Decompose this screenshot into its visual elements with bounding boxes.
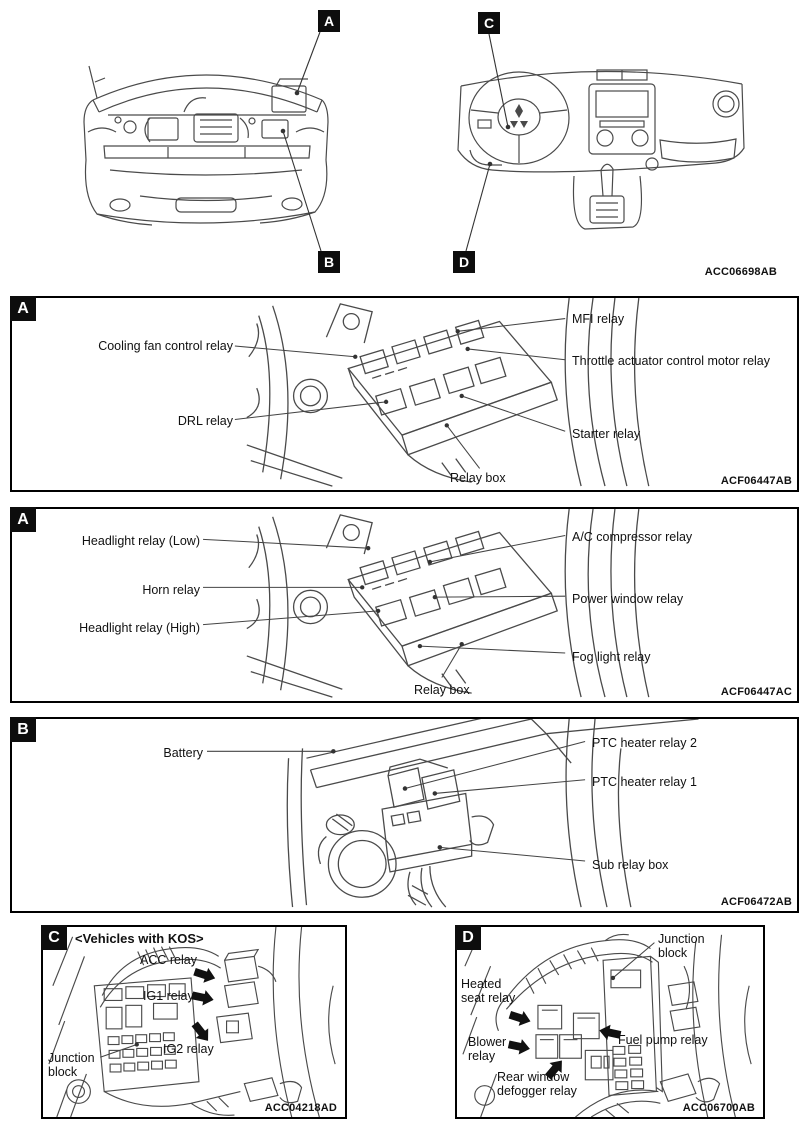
panel-b-illustration xyxy=(207,719,699,908)
label-battery: Battery xyxy=(163,746,203,760)
overview-illustration xyxy=(83,31,745,252)
label-heated-seat-relay: Heated seat relay xyxy=(461,977,516,1005)
label-relay-box: Relay box xyxy=(414,683,470,697)
panel-c-title: <Vehicles with KOS> xyxy=(75,931,204,946)
panel-tag: A xyxy=(10,296,36,321)
label-horn-relay: Horn relay xyxy=(142,583,200,597)
figure-code: ACC06700AB xyxy=(682,1102,755,1114)
panel-tag: C xyxy=(41,925,67,950)
overview-section: A B C D ACC06698AB xyxy=(0,0,809,292)
label-junction-block: Junction block xyxy=(658,932,705,960)
callout-tag-d: D xyxy=(453,251,475,273)
panel-b-sub-relay-box: B Battery PTC heater relay 2 PTC heater … xyxy=(10,717,799,913)
panel-c-illustration xyxy=(48,927,336,1117)
panel-a2-illustration xyxy=(202,509,650,698)
callout-tag-a: A xyxy=(318,10,340,32)
callout-tag-b: B xyxy=(318,251,340,273)
label-fuel-pump-relay: Fuel pump relay xyxy=(618,1033,708,1047)
label-mfi-relay: MFI relay xyxy=(572,312,625,326)
label-relay-box: Relay box xyxy=(450,471,506,485)
label-headlight-relay-high: Headlight relay (High) xyxy=(79,621,200,635)
label-power-window-relay: Power window relay xyxy=(572,592,684,606)
panel-c-kos-relays: C <Vehicles with KOS> ACC relay IG1 rela… xyxy=(41,925,347,1119)
figure-code: ACC04218AD xyxy=(264,1102,337,1114)
label-ptc-heater-relay-1: PTC heater relay 1 xyxy=(592,775,697,789)
label-fog-light-relay: Fog light relay xyxy=(572,650,651,664)
label-rear-window-defogger-relay: Rear window defogger relay xyxy=(497,1070,577,1098)
panel-tag: D xyxy=(455,925,481,950)
panel-tag: B xyxy=(10,717,36,742)
panel-a1-relay-box: A Cooling fan control relay DRL relay MF… xyxy=(10,296,799,492)
panel-d-cabin-relays: D Junction block Heated seat relay Blowe… xyxy=(455,925,765,1119)
label-junction-block: Junction block xyxy=(48,1051,95,1079)
panel-d-illustration xyxy=(462,933,752,1117)
figure-code: ACF06447AB xyxy=(720,475,792,487)
label-ig1-relay: IG1 relay xyxy=(143,989,194,1003)
panel-a1-illustration xyxy=(234,298,650,487)
label-cooling-fan-control-relay: Cooling fan control relay xyxy=(98,339,233,353)
label-blower-relay: Blower relay xyxy=(468,1035,507,1063)
label-ig2-relay: IG2 relay xyxy=(163,1042,214,1056)
figure-code-overview: ACC06698AB xyxy=(704,266,777,278)
callout-tag-c: C xyxy=(478,12,500,34)
figure-code: ACF06447AC xyxy=(720,686,792,698)
panel-a2-relay-box: A Headlight relay (Low) Horn relay Headl… xyxy=(10,507,799,703)
label-starter-relay: Starter relay xyxy=(572,427,641,441)
label-headlight-relay-low: Headlight relay (Low) xyxy=(81,534,200,548)
label-ac-compressor-relay: A/C compressor relay xyxy=(572,530,693,544)
label-sub-relay-box: Sub relay box xyxy=(592,858,669,872)
label-ptc-heater-relay-2: PTC heater relay 2 xyxy=(592,736,697,750)
label-throttle-actuator-relay: Throttle actuator control motor relay xyxy=(572,354,770,368)
figure-code: ACF06472AB xyxy=(720,896,792,908)
label-drl-relay: DRL relay xyxy=(177,414,233,428)
panel-tag: A xyxy=(10,507,36,532)
label-acc-relay: ACC relay xyxy=(140,953,197,967)
